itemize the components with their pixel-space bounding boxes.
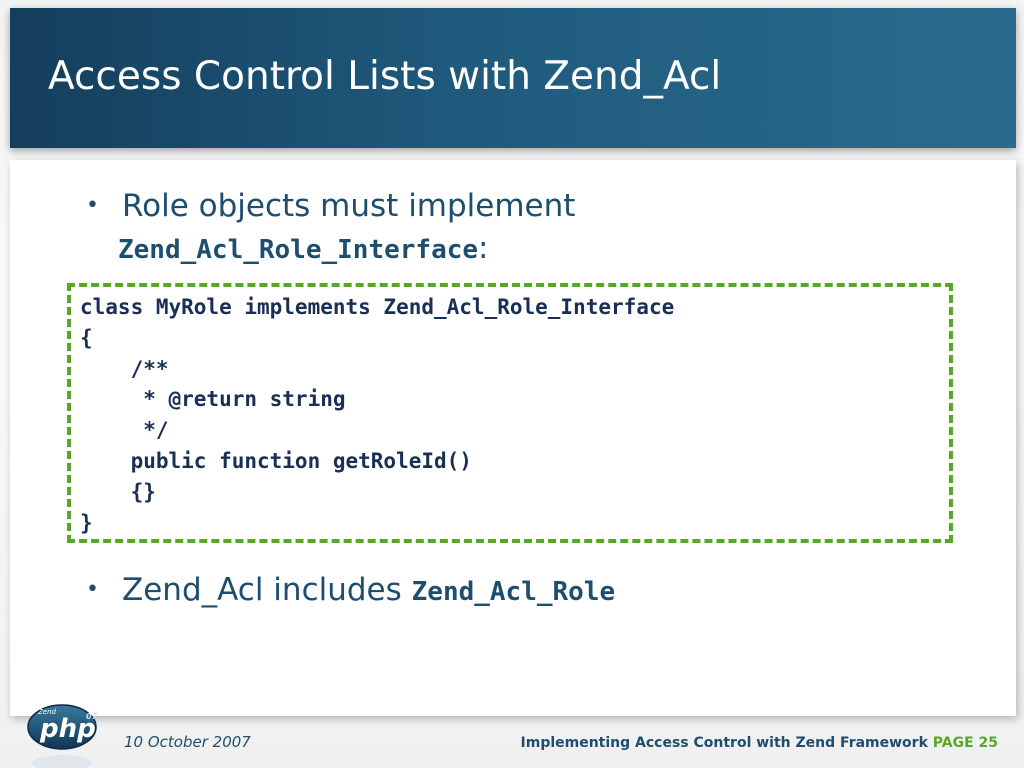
footer-title: Implementing Access Control with Zend Fr… <box>521 735 998 751</box>
footer-page-number: PAGE 25 <box>932 735 998 751</box>
slide-title: Access Control Lists with Zend_Acl <box>48 54 722 99</box>
logo-brand-small: Zend <box>37 708 57 716</box>
bullet-text: Role objects must implement <box>122 188 576 224</box>
class-name: Zend_Acl_Role <box>411 577 616 607</box>
zend-php-logo: Zend php 07 <box>27 704 98 768</box>
bullet-continuation: Zend_Acl_Role_Interface: <box>118 228 488 270</box>
title-bar: Access Control Lists with Zend_Acl <box>10 8 1016 148</box>
bullet-suffix: : <box>478 230 489 266</box>
footer-date: 10 October 2007 <box>124 733 251 751</box>
code-block: class MyRole implements Zend_Acl_Role_In… <box>80 295 675 535</box>
bullet-text: Zend_Acl includes Zend_Acl_Role <box>122 570 615 612</box>
logo-brand-text: php <box>39 714 96 744</box>
code-box <box>67 283 953 543</box>
footer-presentation-title: Implementing Access Control with Zend Fr… <box>520 735 928 751</box>
bullet-dot-icon: • <box>86 193 99 218</box>
logo-version: 07 <box>86 712 98 721</box>
bullet-dot-icon: • <box>86 577 99 602</box>
content-panel <box>10 160 1016 716</box>
bullet-text-plain: Zend_Acl includes <box>122 572 412 608</box>
interface-name: Zend_Acl_Role_Interface <box>118 235 479 265</box>
